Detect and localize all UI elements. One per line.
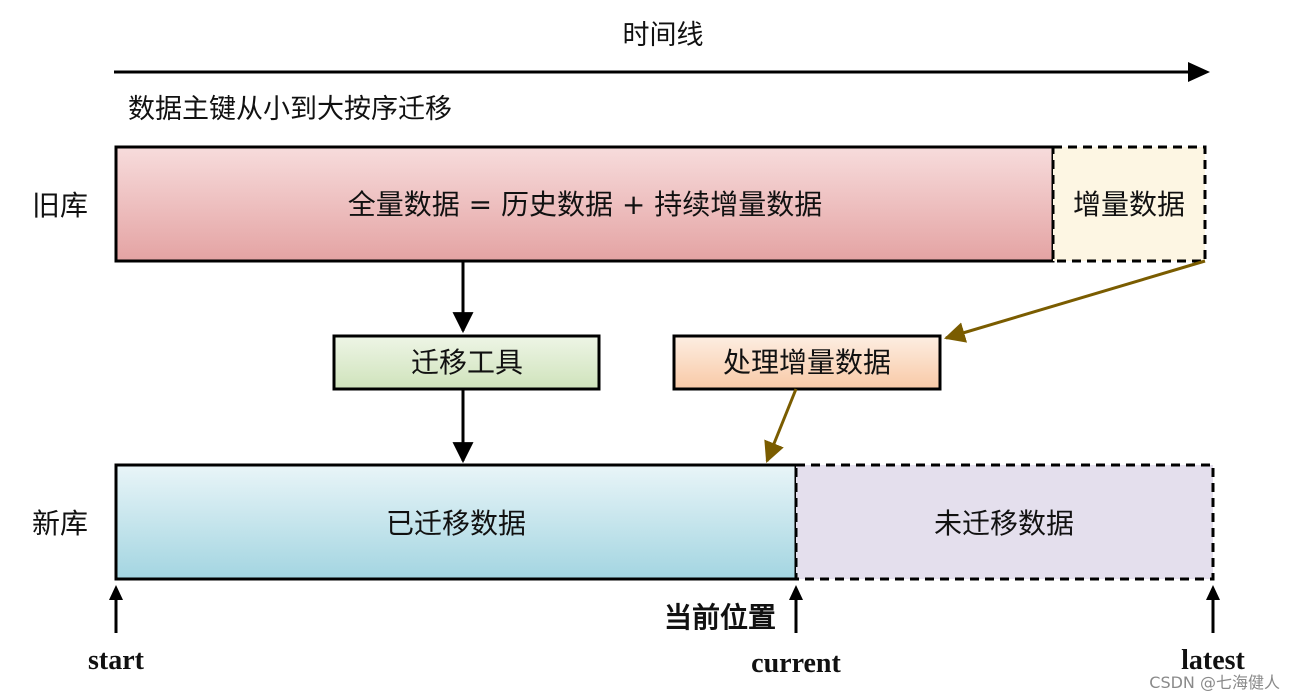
process-to-current-arrow — [764, 388, 798, 463]
current-label: current — [751, 648, 841, 679]
current-marker-arrow — [789, 585, 803, 633]
old-incremental-box — [1051, 145, 1207, 263]
watermark: CSDN @七海健人 — [1149, 673, 1280, 692]
latest-label: latest — [1181, 645, 1245, 676]
timeline-label: 时间线 — [623, 20, 704, 51]
process-incremental-text: 处理增量数据 — [723, 346, 891, 379]
timeline-subtitle: 数据主键从小到大按序迁移 — [128, 94, 452, 125]
old-incremental-text: 增量数据 — [1073, 188, 1185, 221]
new-not-migrated-box — [794, 463, 1215, 581]
new-not-migrated-text: 未迁移数据 — [934, 507, 1074, 540]
process-incremental-box — [672, 334, 942, 391]
new-db-label: 新库 — [32, 507, 88, 540]
latest-marker-arrow — [1206, 585, 1220, 633]
migration-tool-box — [332, 334, 601, 391]
current-position-label: 当前位置 — [664, 601, 776, 634]
new-migrated-text: 已迁移数据 — [386, 507, 526, 540]
migration-tool-text: 迁移工具 — [411, 346, 523, 379]
old-db-label: 旧库 — [32, 189, 88, 222]
incremental-to-process-arrow — [943, 259, 1206, 343]
old-full-data-text: 全量数据 = 历史数据 + 持续增量数据 — [348, 188, 823, 221]
timeline-arrow — [114, 62, 1210, 82]
start-label: start — [88, 645, 145, 676]
start-marker-arrow — [109, 585, 123, 633]
